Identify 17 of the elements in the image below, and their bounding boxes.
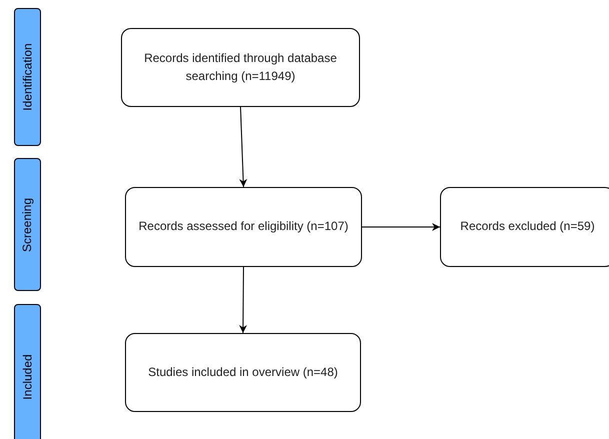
process-box [440, 187, 609, 267]
box-text: Records excluded (n=59) [460, 218, 595, 236]
box-text: Records identified through database searching (n=11949) [143, 50, 338, 84]
process-box [121, 28, 360, 107]
process-box [125, 187, 362, 267]
box-text: Studies included in overview (n=48) [148, 364, 338, 381]
box-text: Records assessed for eligibility (n=107) [138, 218, 348, 236]
stage-band [14, 158, 41, 291]
stage-band [14, 304, 41, 439]
stage-band [14, 8, 41, 146]
arrow [239, 266, 248, 334]
arrow [239, 106, 248, 188]
stage-label: Screening [20, 197, 34, 252]
stage-label: Included [20, 354, 34, 400]
stage-label: Identification [20, 43, 34, 111]
arrow [362, 223, 440, 231]
process-box [125, 333, 361, 412]
